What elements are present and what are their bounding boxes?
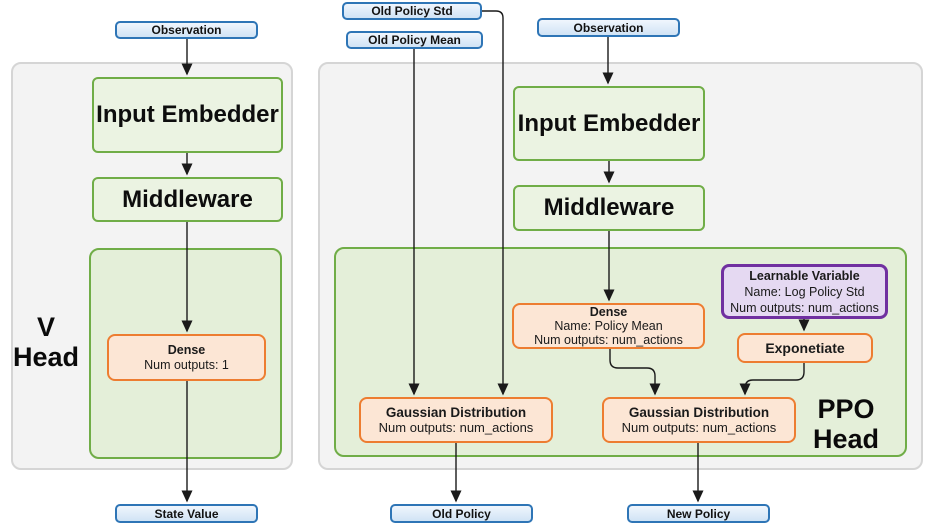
ppo-head-label-line2: Head (812, 424, 880, 454)
v-dense-title: Dense (167, 342, 206, 357)
learnable-variable-name: Name: Log Policy Std (744, 284, 865, 299)
v-head-label-line1: V (36, 312, 55, 342)
policy-mean-dense-box: Dense Name: Policy Mean Num outputs: num… (512, 303, 705, 349)
old-policy-std-input-box: Old Policy Std (342, 2, 482, 20)
v-middleware-box: Middleware (92, 177, 283, 222)
old-policy-gaussian-box: Gaussian Distribution Num outputs: num_a… (359, 397, 553, 443)
new-policy-gaussian-title: Gaussian Distribution (628, 405, 770, 420)
learnable-variable-outputs: Num outputs: num_actions (730, 300, 879, 315)
learnable-variable-title: Learnable Variable (749, 268, 860, 283)
ppo-head-label: PPO Head (798, 394, 894, 454)
old-policy-mean-input-box: Old Policy Mean (346, 31, 483, 49)
ppo-input-embedder-box: Input Embedder (513, 86, 705, 161)
ppo-observation-input-box: Observation (537, 18, 680, 37)
state-value-output-box: State Value (115, 504, 258, 523)
v-head-label: V Head (9, 312, 83, 372)
v-input-embedder-box: Input Embedder (92, 77, 283, 153)
exponetiate-box: Exponetiate (737, 333, 873, 363)
policy-mean-dense-title: Dense (589, 305, 628, 319)
ppo-head-label-line1: PPO (817, 394, 875, 424)
v-dense-outputs: Num outputs: 1 (144, 357, 229, 372)
new-policy-gaussian-box: Gaussian Distribution Num outputs: num_a… (602, 397, 796, 443)
policy-mean-dense-name: Name: Policy Mean (554, 319, 663, 333)
ppo-middleware-box: Middleware (513, 185, 705, 231)
policy-mean-dense-outputs: Num outputs: num_actions (534, 333, 683, 347)
v-dense-box: Dense Num outputs: 1 (107, 334, 266, 381)
learnable-variable-box: Learnable Variable Name: Log Policy Std … (721, 264, 888, 319)
new-policy-gaussian-outputs: Num outputs: num_actions (621, 420, 777, 435)
exponetiate-label: Exponetiate (765, 339, 845, 356)
v-head-label-line2: Head (12, 342, 80, 372)
old-policy-output-box: Old Policy (390, 504, 533, 523)
new-policy-output-box: New Policy (627, 504, 770, 523)
old-policy-gaussian-outputs: Num outputs: num_actions (378, 420, 534, 435)
observation-input-box: Observation (115, 21, 258, 39)
old-policy-gaussian-title: Gaussian Distribution (385, 405, 527, 420)
